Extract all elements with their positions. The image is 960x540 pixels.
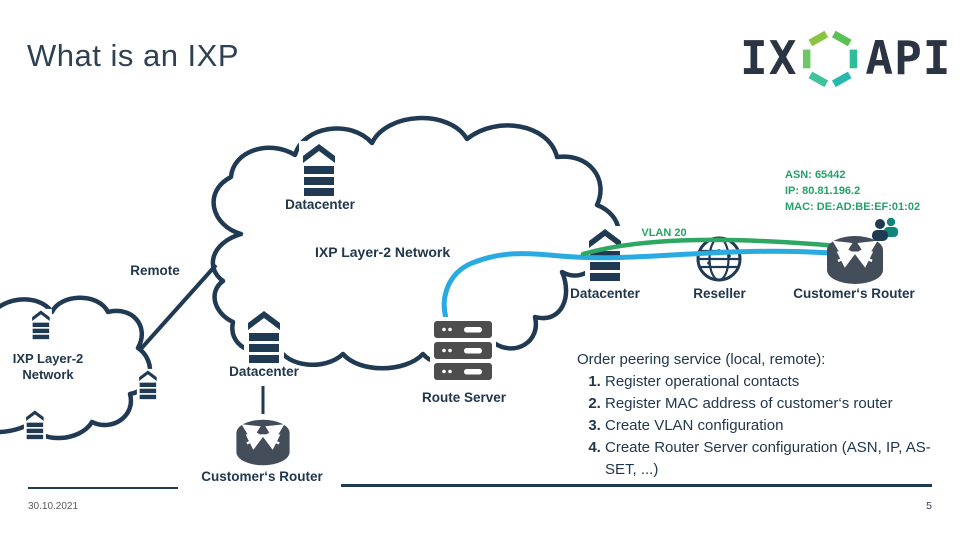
datacenter-right-label: Datacenter	[570, 286, 640, 301]
datacenter-icon-bottom	[244, 308, 284, 364]
remote-link-line	[137, 263, 218, 353]
logo-ix-text: IX	[740, 31, 798, 85]
mac-line: MAC: DE:AD:BE:EF:01:02	[785, 201, 921, 213]
datacenter-icon-top	[299, 141, 339, 197]
vlan-blue-line	[441, 248, 835, 321]
asn-annotation: ASN: 65442 IP: 80.81.196.2 MAC: DE:AD:BE…	[785, 167, 960, 215]
datacenter-icon-small-1	[29, 308, 52, 340]
steps-list: Register operational contacts Register M…	[577, 371, 939, 481]
router-cylinder-icon-right	[827, 236, 883, 284]
ix-api-logo: IX API	[740, 26, 951, 90]
vlan-green-line	[580, 237, 841, 257]
asn-line: ASN: 65442	[785, 169, 846, 181]
hexagon-logo-icon	[803, 30, 858, 88]
footer-divider-short	[28, 487, 178, 489]
footer-date: 30.10.2021	[28, 501, 79, 512]
vlan-label: VLAN 20	[641, 227, 687, 239]
globe-icon	[696, 236, 742, 282]
peering-steps: Order peering service (local, remote): R…	[577, 349, 939, 481]
remote-label: Remote	[130, 263, 180, 278]
router-cylinder-icon-bottom	[236, 420, 289, 466]
page-title: What is an IXP	[27, 38, 240, 73]
customer-router-right-label: Customer‘s Router	[793, 286, 915, 301]
steps-intro: Order peering service (local, remote):	[577, 351, 826, 368]
footer-divider-long	[341, 484, 932, 487]
step-item: Create Router Server configuration (ASN,…	[605, 437, 939, 481]
step-item: Create VLAN configuration	[605, 415, 939, 437]
server-stack-icon	[430, 317, 496, 384]
datacenter-icon-small-2	[136, 368, 159, 400]
ip-line: IP: 80.81.196.2	[785, 185, 861, 197]
step-item: Register operational contacts	[605, 371, 939, 393]
page-number: 5	[926, 500, 932, 512]
people-icon	[872, 217, 898, 241]
left-cloud-label: IXP Layer-2 Network	[12, 351, 84, 382]
big-cloud-label: IXP Layer-2 Network	[315, 244, 451, 260]
logo-api-text: API	[865, 31, 952, 85]
customer-router-bottom-label: Customer‘s Router	[201, 469, 323, 484]
datacenter-icon-small-3	[23, 408, 46, 440]
route-server-label: Route Server	[421, 390, 507, 405]
step-item: Register MAC address of customer‘s route…	[605, 393, 939, 415]
datacenter-top-label: Datacenter	[285, 197, 355, 212]
datacenter-bottom-label: Datacenter	[229, 364, 299, 379]
reseller-label: Reseller	[693, 286, 746, 301]
